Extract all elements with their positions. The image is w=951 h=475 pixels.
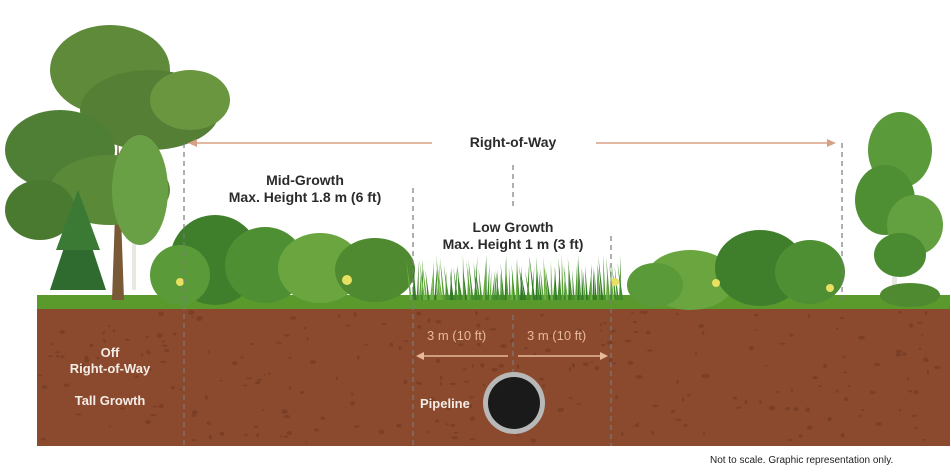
off-right-of-way-label-line2: Right-of-Way [69,361,151,376]
boundary-dashed-lines [183,143,843,446]
left-dimension-label: 3 m (10 ft) [427,328,487,343]
mid-growth-title: Mid-Growth [266,172,344,188]
dimension-arrows [416,352,608,360]
flower-icon [176,275,834,292]
right-of-way-arrow [188,139,836,147]
footnote: Not to scale. Graphic representation onl… [710,455,894,466]
shrub-icon [150,215,415,305]
shrub-icon [627,230,940,310]
right-dimension-label: 3 m (10 ft) [527,328,587,343]
birch-tree-icon [855,112,943,295]
off-right-of-way-label-line1: Off [100,345,120,360]
low-growth-height: Max. Height 1 m (3 ft) [442,236,584,252]
low-growth-title: Low Growth [472,219,554,235]
grass-icon [406,254,624,300]
soil-speckles [38,310,941,443]
pipeline-icon [483,372,545,434]
right-of-way-label: Right-of-Way [440,134,586,150]
conifer-tree-icon [50,190,106,290]
pipeline-label: Pipeline [420,396,470,411]
birch-tree-icon [112,135,168,290]
tall-growth-label: Tall Growth [74,393,146,408]
mid-growth-height: Max. Height 1.8 m (6 ft) [228,189,382,205]
